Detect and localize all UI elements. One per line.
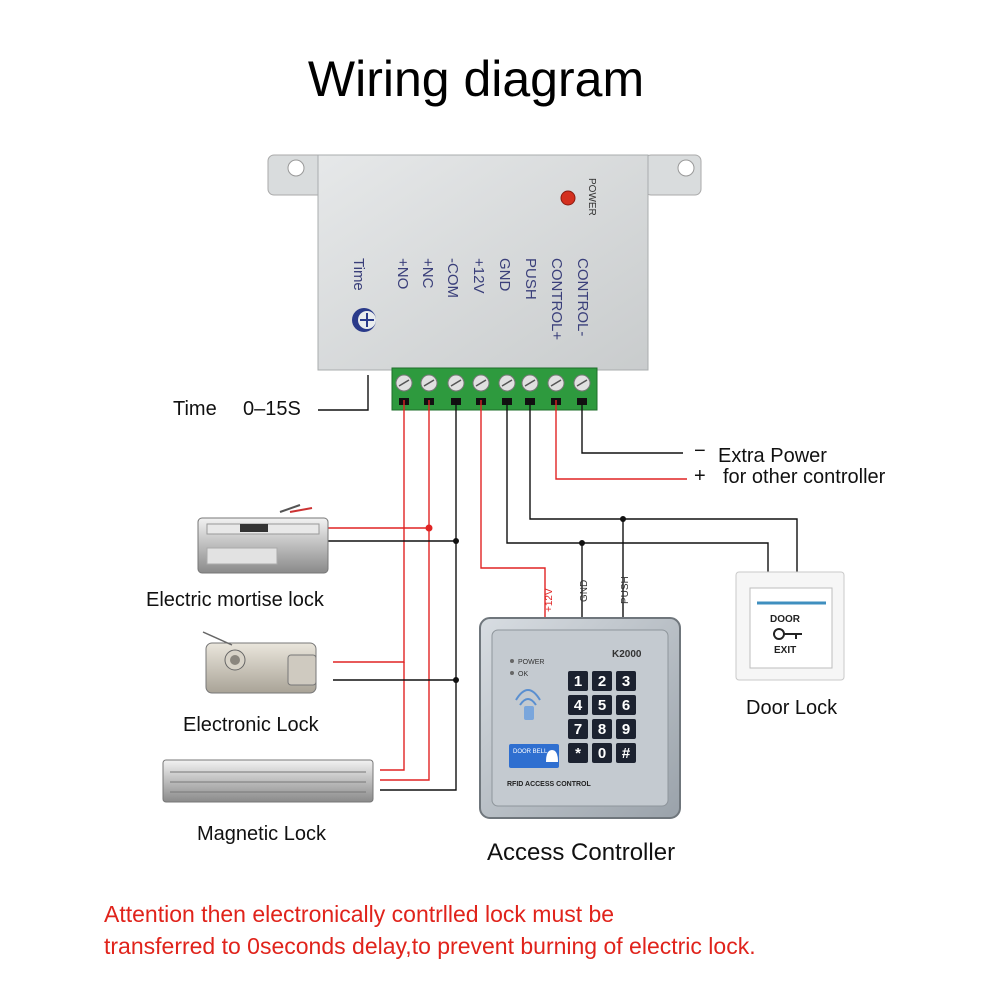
time-label: Time [350,258,367,291]
wires [325,400,798,791]
keypad-model: K2000 [612,649,642,660]
keypad-key[interactable] [616,671,636,691]
page-title: Wiring diagram [308,51,644,107]
screw-slot [475,379,487,387]
keypad-key-label: 5 [598,697,606,714]
keypad-key-label: 2 [598,673,606,690]
terminal-label: +12V [470,258,487,293]
label-access-controller: Access Controller [487,839,675,866]
junction-dot [579,540,585,546]
extra-power-plus: + [694,465,706,487]
door-bell-label: DOOR BELL [513,749,548,755]
attention-line2: transferred to 0seconds delay,to prevent… [104,933,756,959]
tag-12v: +12V [544,588,555,612]
screw-slot [524,379,536,387]
keypad-key[interactable] [592,719,612,739]
wire-gnd [506,400,769,572]
wire-12v [480,400,546,620]
keypad-key[interactable] [568,743,588,763]
keypad-key[interactable] [616,719,636,739]
wire-no-electronic [333,400,405,663]
door-exit-button-image: DOOR EXIT [735,571,845,681]
time-pointer-line [318,375,369,411]
wire-nc-mortise [325,400,430,529]
time-note-label: Time [173,398,217,420]
electronic-lock-image [202,631,317,694]
wire-control-plus [555,400,687,480]
screw-slot [398,379,410,387]
keypad-key[interactable] [592,743,612,763]
keypad-key-label: 9 [622,721,630,738]
tag-gnd: GND [579,580,590,602]
power-led-icon [560,190,576,206]
tag-push: PUSH [620,576,631,604]
keypad-key[interactable] [592,671,612,691]
keypad-key[interactable] [568,671,588,691]
key-icon [773,628,802,640]
wire-com [380,400,457,791]
label-magnetic-lock: Magnetic Lock [197,823,327,845]
junction-dot [453,538,459,544]
terminal-label: CONTROL+ [548,258,565,340]
junction-dot [620,516,626,522]
keypad-footer: RFID ACCESS CONTROL [507,781,591,788]
power-supply-body [317,154,649,371]
door-exit-line2: EXIT [774,645,796,656]
terminal-label: +NO [394,258,411,289]
wire-no [380,662,405,771]
keypad-key-label: 4 [574,697,583,714]
junction-dot [425,524,433,532]
door-bell-button[interactable]: DOOR BELL [509,744,559,768]
keypad-key-label: 8 [598,721,606,738]
wire-push [529,400,798,572]
door-exit-line1: DOOR [770,614,801,625]
keypad-key[interactable] [592,695,612,715]
keypad-ok-label: OK [518,671,528,678]
screw-slot [423,379,435,387]
keypad-key[interactable] [616,695,636,715]
screw-slot [450,379,462,387]
junction-dot [453,677,459,683]
terminal-label: GND [496,258,513,292]
terminal-label: PUSH [522,258,539,300]
wire-control-minus [581,400,683,454]
terminal-label: +NC [419,258,436,289]
label-mortise-lock: Electric mortise lock [146,589,325,611]
label-door-lock: Door Lock [746,697,838,719]
keypad-key-label: 6 [622,697,630,714]
keypad-key-label: 0 [598,745,606,762]
keypad-key-label: * [575,745,581,762]
screw-slot [550,379,562,387]
keypad-key[interactable] [568,719,588,739]
terminal-block [391,367,598,411]
power-supply-unit: POWER Time +NO +NC -COM +12V GND PUSH CONTROL+… [267,154,702,371]
extra-power-line1: Extra Power [718,445,827,467]
terminal-label: -COM [444,258,461,298]
wire-nc-magnetic [380,528,430,781]
screw-slot [501,379,513,387]
keypad-key-label: 1 [574,673,582,690]
screw-slot [576,379,588,387]
keypad-key[interactable] [568,695,588,715]
attention-line1: Attention then electronically contrlled … [104,901,614,927]
keypad-key-label: 7 [574,721,582,738]
rfid-icon [515,689,541,720]
mortise-lock-image [197,504,329,574]
keypad-key-label: 3 [622,673,630,690]
extra-power-minus: − [694,440,706,462]
keypad-power-label: POWER [518,659,544,666]
keypad-key-label: # [622,745,631,762]
terminal-label: CONTROL- [574,258,591,336]
extra-power-line2: for other controller [723,466,886,488]
power-label: POWER [586,178,597,216]
time-adjust-knob-icon[interactable] [352,308,376,332]
time-note-value: 0–15S [243,398,301,420]
bell-icon [546,750,558,762]
keypad-key[interactable] [616,743,636,763]
magnetic-lock-image [162,759,374,803]
label-electronic-lock: Electronic Lock [183,714,320,736]
